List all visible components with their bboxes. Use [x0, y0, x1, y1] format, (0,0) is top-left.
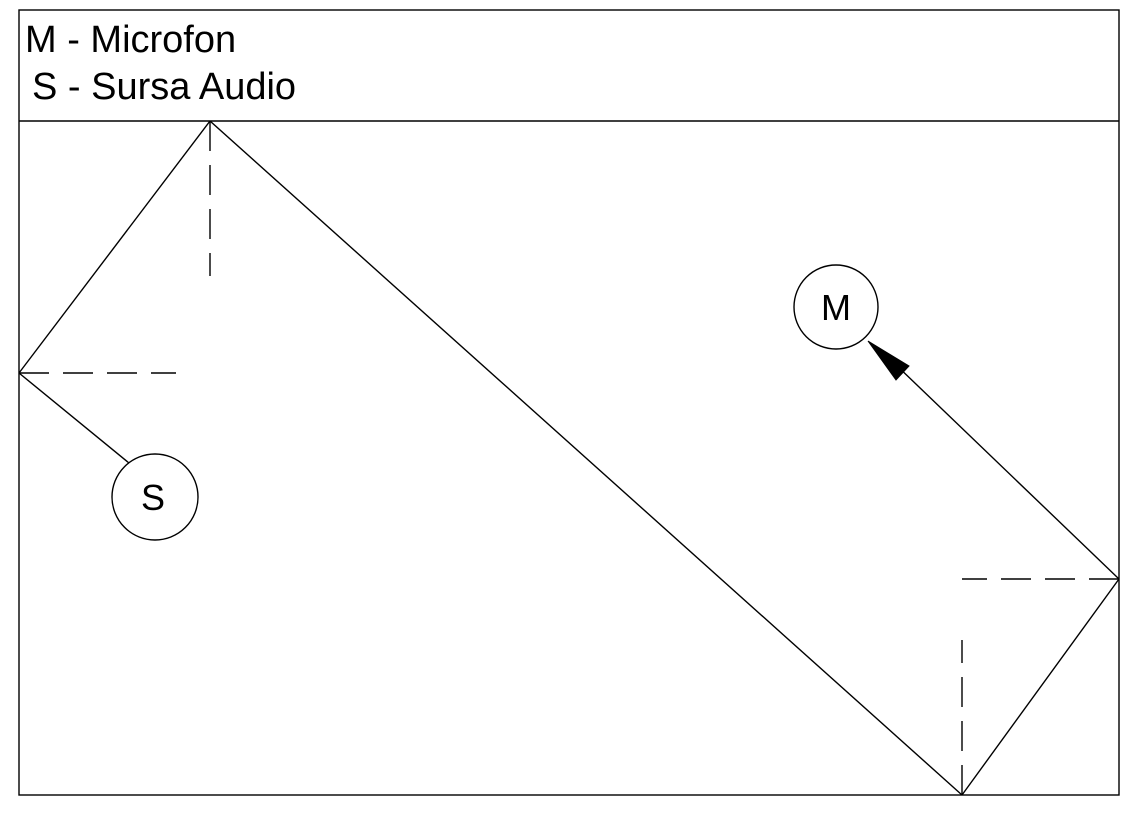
ray-left-wall-to-ceiling	[18, 120, 211, 374]
legend-source: S - Sursa Audio	[32, 66, 296, 108]
legend-microphone: M - Microfon	[25, 19, 236, 61]
ray-source-to-left-wall	[18, 372, 130, 464]
source-node: S	[111, 453, 199, 541]
microphone-node: M	[793, 264, 879, 350]
ray-right-wall-to-microphone	[892, 361, 1120, 580]
ray-floor-to-right-wall	[961, 578, 1120, 796]
arrowhead	[867, 340, 910, 381]
microphone-label: M	[821, 287, 851, 328]
room-frame	[18, 9, 1120, 796]
source-circle	[111, 453, 199, 541]
microphone-circle	[793, 264, 879, 350]
ray-ceiling-to-floor	[209, 120, 963, 796]
source-label: S	[141, 477, 165, 518]
